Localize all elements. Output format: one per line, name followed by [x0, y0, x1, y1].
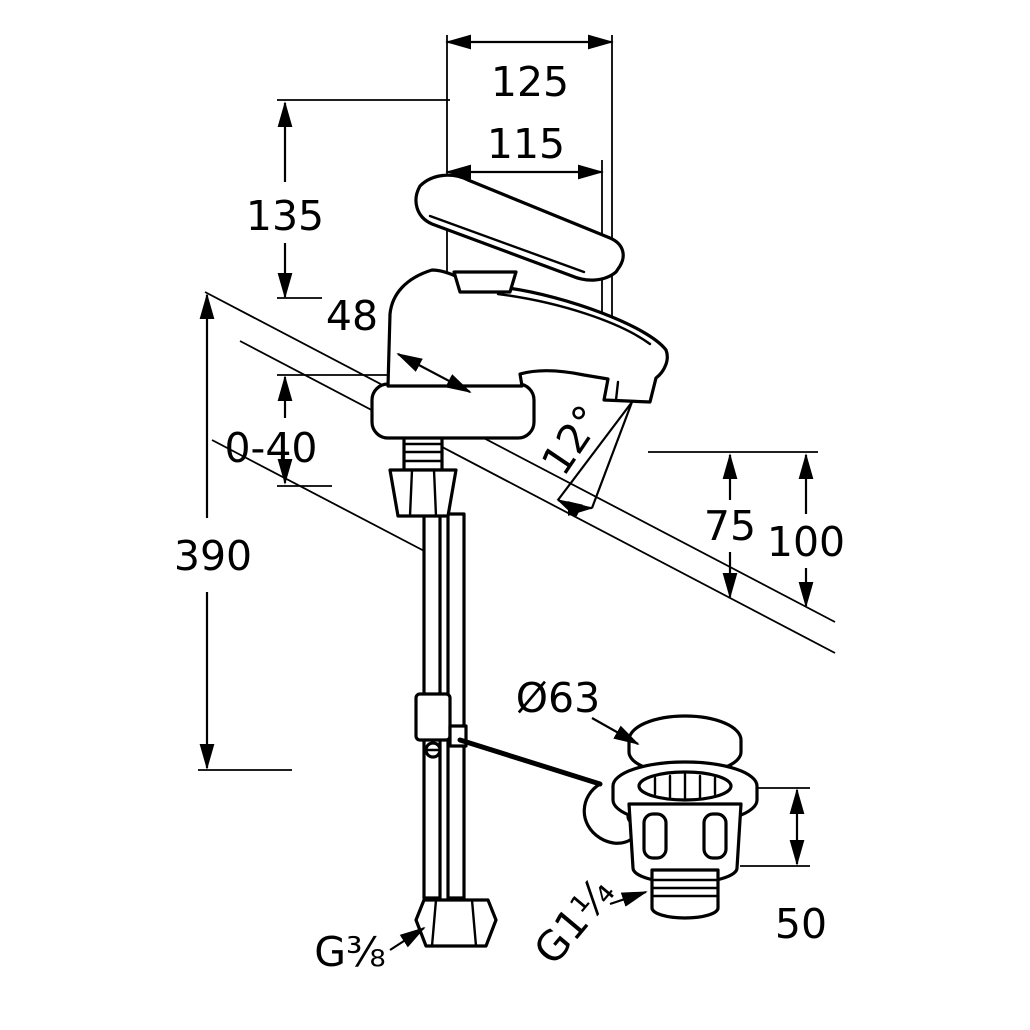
drain-slot-left — [642, 812, 668, 860]
label-125: 125 — [491, 58, 569, 106]
supply-hex-fitting — [414, 898, 498, 948]
dimension-lines — [199, 34, 814, 951]
handle-front-edge — [428, 214, 586, 274]
label-drain-diameter: Ø63 — [516, 674, 600, 722]
drain-slot-right — [702, 812, 728, 860]
faucet-assembly — [370, 173, 669, 948]
label-115: 115 — [487, 120, 565, 168]
angle-line-1 — [557, 401, 633, 501]
label-drain-thread: G1¼ — [525, 868, 625, 974]
drain-tailpiece — [650, 868, 720, 920]
leader-drain-thread — [609, 890, 648, 907]
angle-arc — [556, 499, 594, 518]
faucet-base — [370, 382, 536, 440]
label-48: 48 — [326, 292, 378, 340]
label-0-40: 0-40 — [224, 424, 317, 472]
angle-line-2 — [590, 401, 634, 509]
dim-line-48 — [396, 353, 472, 393]
faucet-body-spout — [386, 268, 669, 404]
drain-assembly — [457, 714, 759, 920]
pop-up-rod — [457, 737, 603, 787]
hex-facet-right — [470, 898, 478, 948]
nut-facet-left — [408, 468, 414, 518]
deck-plane-line-2 — [239, 340, 836, 654]
hex-facet-left — [430, 898, 438, 948]
mounting-clip — [414, 692, 452, 742]
aerator-detail — [614, 380, 620, 402]
label-supply-thread: G⅜ — [314, 928, 386, 976]
label-135: 135 — [246, 192, 324, 240]
spout-top-edge — [496, 292, 652, 346]
supply-hose-right — [446, 512, 466, 900]
leader-drain-diameter — [591, 717, 640, 745]
label-75: 75 — [704, 502, 756, 550]
label-50: 50 — [775, 900, 827, 948]
nut-facet-right — [432, 468, 438, 518]
cartridge-collar — [452, 270, 518, 294]
fixing-nut — [388, 468, 458, 518]
label-390: 390 — [174, 532, 252, 580]
label-100: 100 — [767, 518, 845, 566]
leader-supply-thread — [389, 926, 426, 951]
deck-underside-line — [211, 439, 431, 555]
